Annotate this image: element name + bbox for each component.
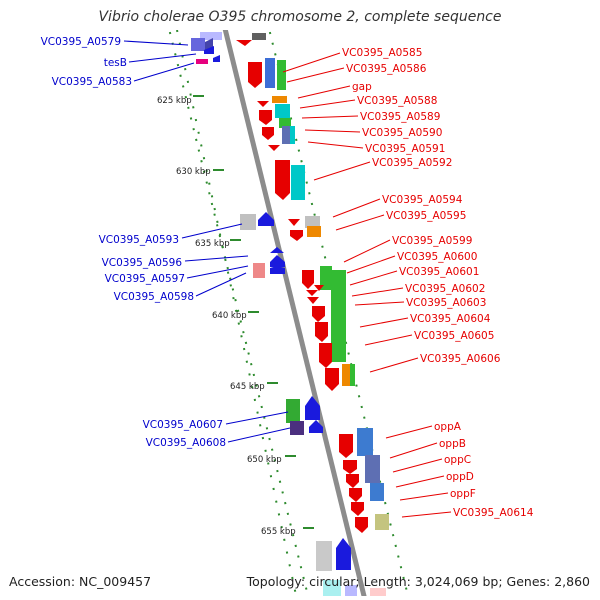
- gene-VC0395_A0585[interactable]: [248, 58, 275, 88]
- gene-VC0395_A0594[interactable]: [288, 216, 320, 228]
- gene-VC0395_A0589[interactable]: [259, 104, 290, 125]
- label-VC0395_A0597[interactable]: VC0395_A0597: [105, 273, 185, 285]
- gene-oppA[interactable]: [339, 428, 373, 458]
- label-VC0395_A0586[interactable]: VC0395_A0586: [346, 63, 427, 75]
- gene-VC0395_A0597[interactable]: [270, 255, 285, 267]
- label-VC0395_A0595[interactable]: VC0395_A0595: [386, 210, 466, 222]
- label-VC0395_A0585[interactable]: VC0395_A0585: [342, 47, 422, 59]
- accession-text: Accession: NC_009457: [9, 574, 152, 589]
- ruler-tick-645: 645 kbp: [230, 382, 278, 392]
- kbp-ruler: 625 kbp 630 kbp 635 kbp 640 kbp 645 kbp: [157, 30, 314, 596]
- label-VC0395_A0593[interactable]: VC0395_A0593: [99, 234, 179, 246]
- label-VC0395_A0605[interactable]: VC0395_A0605: [414, 330, 494, 342]
- label-VC0395_A0598[interactable]: VC0395_A0598: [114, 291, 194, 303]
- label-VC0395_A0600[interactable]: VC0395_A0600: [397, 251, 477, 263]
- label-oppF[interactable]: oppF: [450, 488, 476, 500]
- ruler-label-650: 650 kbp: [247, 455, 282, 465]
- ruler-label-630: 630 kbp: [176, 167, 211, 177]
- gene-VC0395_A0583[interactable]: [196, 55, 220, 64]
- gene-oppD[interactable]: [349, 483, 384, 502]
- gene-VC0395_A0591[interactable]: [268, 126, 295, 151]
- ruler-tick-635: 635 kbp: [195, 239, 241, 249]
- label-oppB[interactable]: oppB: [439, 438, 466, 450]
- label-VC0395_A0592[interactable]: VC0395_A0592: [372, 157, 452, 169]
- leader-lines-right: [282, 52, 452, 518]
- gene-VC0395_A0590[interactable]: [262, 118, 291, 140]
- ruler-tick-625: 625 kbp: [157, 95, 204, 106]
- gene-VC0395_A0607[interactable]: [286, 396, 320, 423]
- label-tesB[interactable]: tesB: [104, 57, 127, 69]
- ruler-label-635: 635 kbp: [195, 239, 230, 249]
- label-oppA[interactable]: oppA: [434, 421, 462, 433]
- label-VC0395_A0614[interactable]: VC0395_A0614: [453, 507, 534, 519]
- label-VC0395_A0589[interactable]: VC0395_A0589: [360, 111, 440, 123]
- gene-bottom-cluster-left: [316, 538, 351, 571]
- gene-labels-left: VC0395_A0579 tesB VC0395_A0583 VC0395_A0…: [41, 36, 226, 449]
- label-VC0395_A0583[interactable]: VC0395_A0583: [52, 76, 132, 88]
- chromosome-backbone: [222, 30, 367, 596]
- gene-oppF[interactable]: [351, 502, 364, 516]
- top-partial-features: [200, 32, 266, 46]
- ruler-label-645: 645 kbp: [230, 382, 265, 392]
- label-VC0395_A0602[interactable]: VC0395_A0602: [405, 283, 485, 295]
- label-VC0395_A0608[interactable]: VC0395_A0608: [146, 437, 226, 449]
- label-VC0395_A0603[interactable]: VC0395_A0603: [406, 297, 486, 309]
- label-VC0395_A0606[interactable]: VC0395_A0606: [420, 353, 501, 365]
- gene-VC0395_A0606[interactable]: [325, 364, 355, 391]
- gene-oppC[interactable]: [346, 455, 380, 488]
- label-VC0395_A0594[interactable]: VC0395_A0594: [382, 194, 463, 206]
- label-VC0395_A0591[interactable]: VC0395_A0591: [365, 143, 445, 155]
- gene-VC0395_A0602[interactable]: [314, 270, 346, 362]
- gene-VC0395_A0608[interactable]: [290, 420, 323, 435]
- label-VC0395_A0590[interactable]: VC0395_A0590: [362, 127, 442, 139]
- gene-gap[interactable]: [272, 96, 287, 103]
- map-title: Vibrio cholerae O395 chromosome 2, compl…: [98, 9, 502, 25]
- label-VC0395_A0601[interactable]: VC0395_A0601: [399, 266, 479, 278]
- label-VC0395_A0579[interactable]: VC0395_A0579: [41, 36, 121, 48]
- gene-VC0395_A0601[interactable]: [307, 297, 319, 304]
- gene-VC0395_A0598[interactable]: [253, 263, 285, 278]
- label-gap[interactable]: gap: [352, 81, 372, 93]
- label-oppC[interactable]: oppC: [444, 454, 471, 466]
- label-VC0395_A0599[interactable]: VC0395_A0599: [392, 235, 472, 247]
- label-VC0395_A0607[interactable]: VC0395_A0607: [143, 419, 223, 431]
- ruler-label-625: 625 kbp: [157, 96, 192, 106]
- gene-VC0395_A0605[interactable]: [319, 343, 332, 368]
- ruler-tick-655: 655 kbp: [261, 527, 314, 537]
- gene-labels-right: VC0395_A0585 VC0395_A0586 gap VC0395_A05…: [342, 47, 534, 519]
- label-VC0395_A0604[interactable]: VC0395_A0604: [410, 313, 491, 325]
- gene-VC0395_A0586[interactable]: [277, 60, 286, 90]
- gene-VC0395_A0595[interactable]: [290, 226, 321, 241]
- gene-VC0395_A0604[interactable]: [315, 322, 328, 342]
- gene-VC0395_A0592[interactable]: [275, 160, 305, 200]
- ruler-tick-650: 650 kbp: [247, 455, 296, 465]
- ruler-label-655: 655 kbp: [261, 527, 296, 537]
- topology-length-genes-text: Topology: circular; Length: 3,024,069 bp…: [246, 574, 590, 589]
- label-VC0395_A0596[interactable]: VC0395_A0596: [102, 257, 183, 269]
- gene-oppB[interactable]: [343, 460, 357, 474]
- gene-VC0395_A0600[interactable]: [306, 290, 318, 296]
- ruler-tick-630: 630 kbp: [176, 167, 224, 177]
- label-oppD[interactable]: oppD: [446, 471, 474, 483]
- gene-bottom-partial: [323, 580, 357, 596]
- ruler-label-640: 640 kbp: [212, 311, 247, 321]
- leader-lines-left: [123, 40, 291, 443]
- ruler-tick-640: 640 kbp: [212, 311, 259, 321]
- gene-VC0395_A0599[interactable]: [302, 266, 332, 290]
- gene-tesB[interactable]: [204, 46, 214, 54]
- gene-VC0395_A0593[interactable]: [240, 212, 274, 230]
- gene-VC0395_A0614[interactable]: [355, 514, 389, 533]
- gene-VC0395_A0603[interactable]: [312, 306, 325, 322]
- label-VC0395_A0588[interactable]: VC0395_A0588: [357, 95, 437, 107]
- gene-bottom-right-partial: [370, 588, 386, 596]
- gene-VC0395_A0596[interactable]: [270, 247, 284, 253]
- gene-VC0395_A0588[interactable]: [257, 101, 269, 107]
